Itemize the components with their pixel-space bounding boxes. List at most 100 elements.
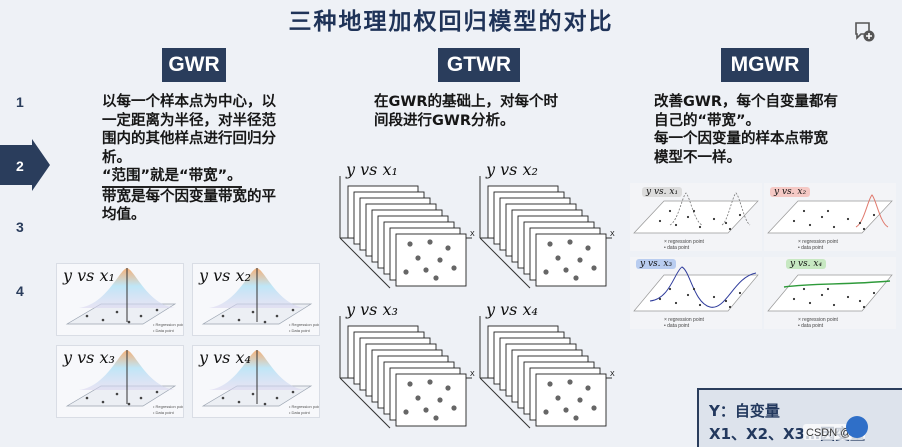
step-number-3: 3: [16, 219, 24, 235]
gwr-badge: GWR: [162, 48, 226, 82]
sample-point: [427, 379, 433, 385]
sample-point: [547, 381, 553, 387]
data-point: [674, 223, 678, 227]
legend-data: • data point: [664, 245, 690, 251]
x-axis-label: X: [610, 231, 615, 238]
legend-regression: × regression point: [798, 317, 838, 323]
x-axis-label: X: [470, 371, 475, 378]
panel-label: y vs x₃: [346, 300, 398, 319]
gwr-panel-x3: • Regression point• Data point y vs x₃: [56, 345, 184, 418]
gtwr-badge: GTWR: [438, 48, 520, 82]
gtwr-panel-x1: X y vs x₁: [330, 160, 480, 290]
mgwr-badge: MGWR: [721, 48, 809, 82]
sample-point: [577, 257, 583, 263]
legend-y-line: Y：自变量: [709, 402, 780, 420]
data-point: [658, 297, 662, 301]
gwr-desc-line: 析。: [102, 149, 131, 166]
mgwr-desc-line: 模型不一样。: [654, 149, 741, 166]
legend-data: • Data point: [289, 410, 311, 415]
data-point: [832, 225, 836, 229]
data-point: [728, 227, 732, 231]
sample-point: [591, 265, 597, 271]
sample-point: [573, 415, 579, 421]
legend-data: • Data point: [289, 328, 311, 333]
sample-point: [433, 275, 439, 281]
data-point: [139, 396, 143, 400]
gwr-panel-x4: • Regression point• Data point y vs x₄: [192, 345, 320, 418]
data-point: [155, 390, 159, 394]
legend-data: • data point: [664, 323, 690, 329]
data-point: [658, 219, 662, 223]
data-point: [668, 209, 672, 213]
sample-point: [423, 407, 429, 413]
legend-data: • Data point: [153, 328, 175, 333]
data-point: [263, 402, 267, 406]
data-point: [832, 303, 836, 307]
sample-point: [407, 381, 413, 387]
sample-point: [563, 407, 569, 413]
sample-point: [547, 241, 553, 247]
panel-label: y vs x₁: [63, 266, 115, 285]
author-avatar: [846, 416, 868, 438]
sample-point: [437, 257, 443, 263]
data-point: [802, 209, 806, 213]
panel-label: y vs. x₃: [636, 259, 677, 269]
gtwr-desc-line: 间段进行GWR分析。: [374, 112, 515, 129]
panel-label: y vs. x₄: [786, 259, 827, 269]
panel-label: y vs x₄: [199, 348, 251, 367]
gwr-desc-line: 以每一个样本点为中心，以: [102, 94, 276, 110]
data-point: [251, 392, 255, 396]
step-number-2: 2: [16, 158, 24, 174]
data-point: [872, 291, 876, 295]
data-point: [858, 299, 862, 303]
gwr-description: 以每一个样本点为中心，以 一定距离为半径，对半径范 围内的其他样点进行回归分 析…: [102, 93, 322, 225]
sample-point: [445, 385, 451, 391]
gwr-desc-line: 一定距离为半径，对半径范: [102, 112, 276, 129]
variable-legend: Y：自变量 X1、X2、X3…因变量: [697, 388, 902, 447]
data-point: [115, 310, 119, 314]
panel-label: y vs. x₂: [770, 187, 811, 197]
data-point: [115, 392, 119, 396]
gwr-desc-line: 均值。: [102, 207, 146, 223]
data-point: [85, 314, 89, 318]
mgwr-panel-x2: × regression point• data point y vs. x₂: [764, 183, 896, 251]
kernel-curve: [783, 280, 891, 288]
sample-point: [445, 245, 451, 251]
mgwr-description: 改善GWR，每个自变量都有 自己的“带宽”。 每一个因变量的样本点带宽 模型不一…: [654, 93, 884, 167]
legend-data: • data point: [798, 245, 824, 251]
legend-data: • data point: [798, 323, 824, 329]
sample-point: [451, 265, 457, 271]
base-plane: [767, 200, 893, 234]
sample-point: [415, 255, 421, 261]
data-point: [738, 213, 742, 217]
gtwr-description: 在GWR的基础上，对每个时 间段进行GWR分析。: [374, 93, 604, 130]
t-axis: [339, 377, 391, 429]
sample-point: [555, 395, 561, 401]
sample-point: [563, 267, 569, 273]
base-plane: [65, 303, 177, 325]
data-point: [826, 209, 830, 213]
sample-point: [543, 269, 549, 275]
sample-point: [591, 405, 597, 411]
data-point: [263, 320, 267, 324]
panel-label: y vs x₁: [346, 160, 398, 179]
kernel-curve: [855, 194, 889, 228]
legend-regression: • Regression point: [289, 322, 320, 327]
data-point: [291, 390, 295, 394]
current-step-arrow: [0, 139, 50, 191]
base-plane: [633, 200, 759, 234]
data-point: [221, 314, 225, 318]
legend-regression: • Regression point: [289, 404, 320, 409]
data-point: [85, 396, 89, 400]
sample-point: [543, 409, 549, 415]
panel-label: y vs x₃: [63, 348, 115, 367]
add-comment-icon[interactable]: [853, 20, 875, 42]
data-point: [101, 318, 105, 322]
page-title: 三种地理加权回归模型的对比: [288, 9, 614, 35]
legend-regression: × regression point: [798, 239, 838, 245]
data-point: [291, 308, 295, 312]
panel-label: y vs x₄: [486, 300, 538, 319]
data-point: [692, 287, 696, 291]
data-point: [275, 396, 279, 400]
sample-point: [573, 275, 579, 281]
